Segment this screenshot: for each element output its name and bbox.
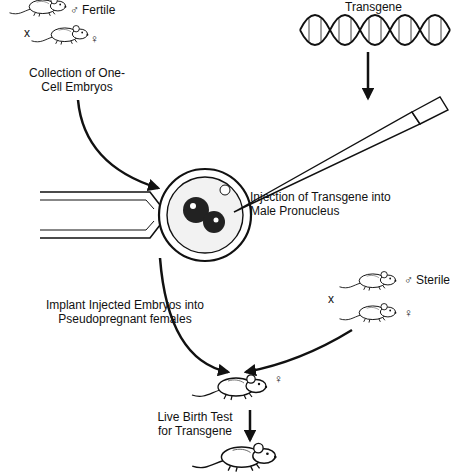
step-label: Live Birth Test for Transgene <box>150 410 240 438</box>
cross-symbol: x <box>328 292 334 306</box>
transgene-label: Transgene <box>345 0 402 14</box>
sex-symbol: ♀ <box>90 32 99 46</box>
fertile-female-mouse <box>32 26 89 45</box>
strain-label: Sterile <box>416 273 450 287</box>
step-label: Implant Injected Embryos into Pseudopreg… <box>40 298 210 326</box>
strain-label: Fertile <box>82 3 115 17</box>
sex-symbol: ♂ <box>70 3 79 17</box>
cross-symbol: x <box>24 26 30 40</box>
sex-symbol: ♀ <box>274 372 283 386</box>
sex-symbol: ♂ <box>404 273 413 287</box>
flow-arrow <box>249 410 252 440</box>
embryo <box>159 169 251 261</box>
flow-arrow <box>78 100 158 188</box>
sterile-male-mouse <box>340 272 397 291</box>
holding-pipette <box>40 192 160 238</box>
transgenic-offspring-mouse <box>192 443 276 471</box>
sterile-female-mouse <box>340 304 397 323</box>
pseudopregnant-mouse <box>192 375 267 400</box>
sex-symbol: ♀ <box>404 306 413 320</box>
step-label: Collection of One-Cell Embryos <box>22 66 132 94</box>
step-label: Injection of Transgene into Male Pronucl… <box>250 190 415 218</box>
flow-arrow <box>367 52 370 98</box>
flow-arrow <box>246 330 352 372</box>
fertile-male-mouse <box>10 0 67 17</box>
dna-helix <box>300 15 450 45</box>
